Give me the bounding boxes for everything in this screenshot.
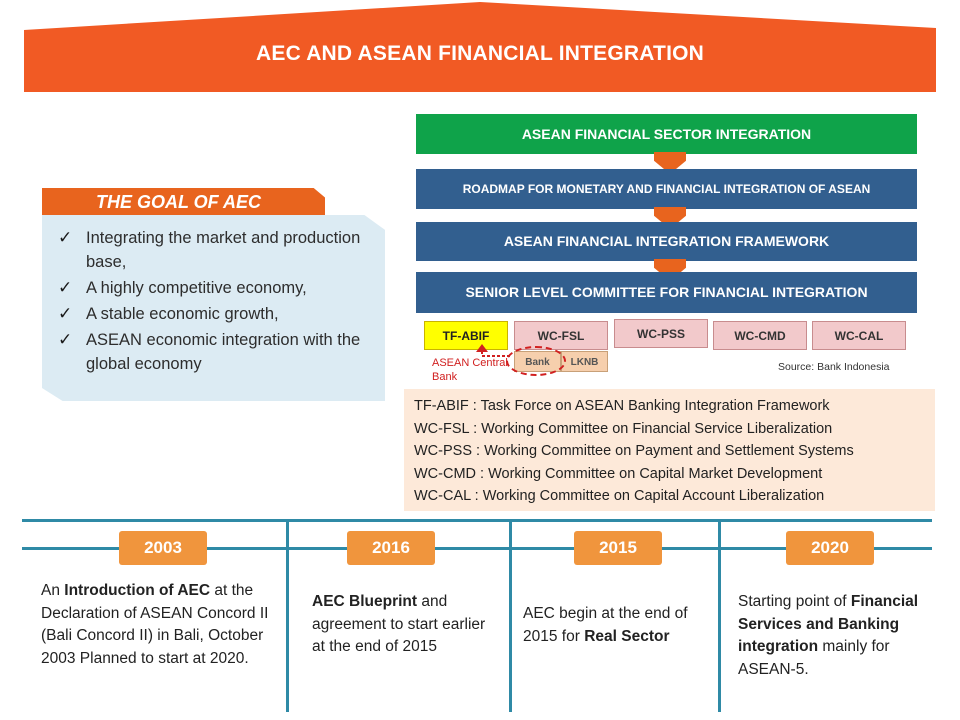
bank-highlight-ring: [506, 346, 566, 376]
committee-wc-cal: WC-CAL: [812, 321, 906, 350]
check-icon: ✓: [58, 228, 73, 247]
check-icon: ✓: [58, 330, 73, 349]
page-title: AEC AND ASEAN FINANCIAL INTEGRATION: [256, 42, 704, 65]
level-senior-committee: SENIOR LEVEL COMMITTEE FOR FINANCIAL INT…: [416, 272, 917, 313]
check-icon: ✓: [58, 304, 73, 323]
goal-item: ✓ A stable economic growth,: [58, 302, 378, 326]
goal-item: ✓ Integrating the market and production b…: [58, 226, 378, 274]
text-emphasis: AEC Blueprint: [312, 593, 418, 610]
timeline-text-2020: Starting point of Financial Services and…: [738, 591, 938, 681]
timeline-line-mid: [22, 547, 932, 550]
legend-item: WC-CAL : Working Committee on Capital Ac…: [414, 488, 825, 505]
goal-item-text: Integrating the market and production ba…: [86, 229, 361, 271]
timeline-text-2015: AEC begin at the end of 2015 for Real Se…: [523, 603, 708, 648]
committee-wc-fsl: WC-FSL: [514, 321, 608, 350]
central-bank-label: ASEAN Central Bank: [432, 357, 508, 383]
level-financial-sector-integration: ASEAN FINANCIAL SECTOR INTEGRATION: [416, 114, 917, 154]
goal-item-text: A stable economic growth,: [86, 305, 279, 323]
abbreviation-legend: TF-ABIF : Task Force on ASEAN Banking In…: [404, 389, 935, 511]
level-framework: ASEAN FINANCIAL INTEGRATION FRAMEWORK: [416, 222, 917, 261]
goal-heading: THE GOAL OF AEC: [42, 188, 325, 215]
timeline-divider: [509, 519, 512, 712]
text-part: and agreement to start earlier at the en…: [312, 593, 486, 655]
committee-wc-cmd: WC-CMD: [713, 321, 807, 350]
timeline-line-top: [22, 519, 932, 522]
year-pill-2020: 2020: [786, 531, 874, 565]
link-arrow-icon: [476, 344, 510, 357]
timeline-text-2003: An Introduction of AEC at the Declaratio…: [41, 580, 271, 670]
text-part: AEC begin at the end of 2015 for: [523, 605, 688, 645]
committee-tf-abif: TF-ABIF: [424, 321, 508, 350]
legend-item: TF-ABIF : Task Force on ASEAN Banking In…: [414, 398, 830, 414]
banner-shape: [24, 2, 936, 92]
timeline-divider: [286, 519, 289, 712]
text-part: Starting point of: [738, 593, 851, 610]
year-pill-2016: 2016: [347, 531, 435, 565]
text-emphasis: Introduction of AEC: [64, 582, 211, 599]
timeline-divider: [718, 519, 721, 712]
year-pill-2015: 2015: [574, 531, 662, 565]
legend-item: WC-CMD : Working Committee on Capital Ma…: [414, 465, 823, 482]
text-emphasis: Real Sector: [584, 627, 670, 645]
timeline-text-2016: AEC Blueprint and agreement to start ear…: [312, 591, 492, 659]
legend-item: WC-FSL : Working Committee on Financial …: [414, 420, 833, 437]
text-part: mainly for ASEAN-5.: [738, 638, 890, 678]
goal-list: ✓ Integrating the market and production b…: [58, 226, 378, 378]
text-emphasis: Financial Services and Banking integrati…: [738, 593, 919, 655]
legend-item: WC-PSS : Working Committee on Payment an…: [414, 443, 854, 460]
title-banner: AEC AND ASEAN FINANCIAL INTEGRATION: [24, 0, 936, 92]
goal-item: ✓ A highly competitive economy,: [58, 276, 378, 300]
text-part: An: [41, 582, 65, 599]
year-pill-2003: 2003: [119, 531, 207, 565]
goal-item-text: ASEAN economic integration with the glob…: [86, 331, 361, 373]
text-part: at the Declaration of ASEAN Concord II (…: [41, 582, 269, 667]
committee-wc-pss: WC-PSS: [614, 319, 708, 348]
source-note: Source: Bank Indonesia: [778, 361, 890, 373]
sub-lknb: LKNB: [561, 351, 608, 372]
level-roadmap: ROADMAP FOR MONETARY AND FINANCIAL INTEG…: [416, 169, 917, 209]
goal-box: [42, 215, 385, 401]
goal-item-text: A highly competitive economy,: [86, 279, 307, 297]
goal-item: ✓ ASEAN economic integration with the glo…: [58, 328, 378, 376]
check-icon: ✓: [58, 278, 73, 297]
